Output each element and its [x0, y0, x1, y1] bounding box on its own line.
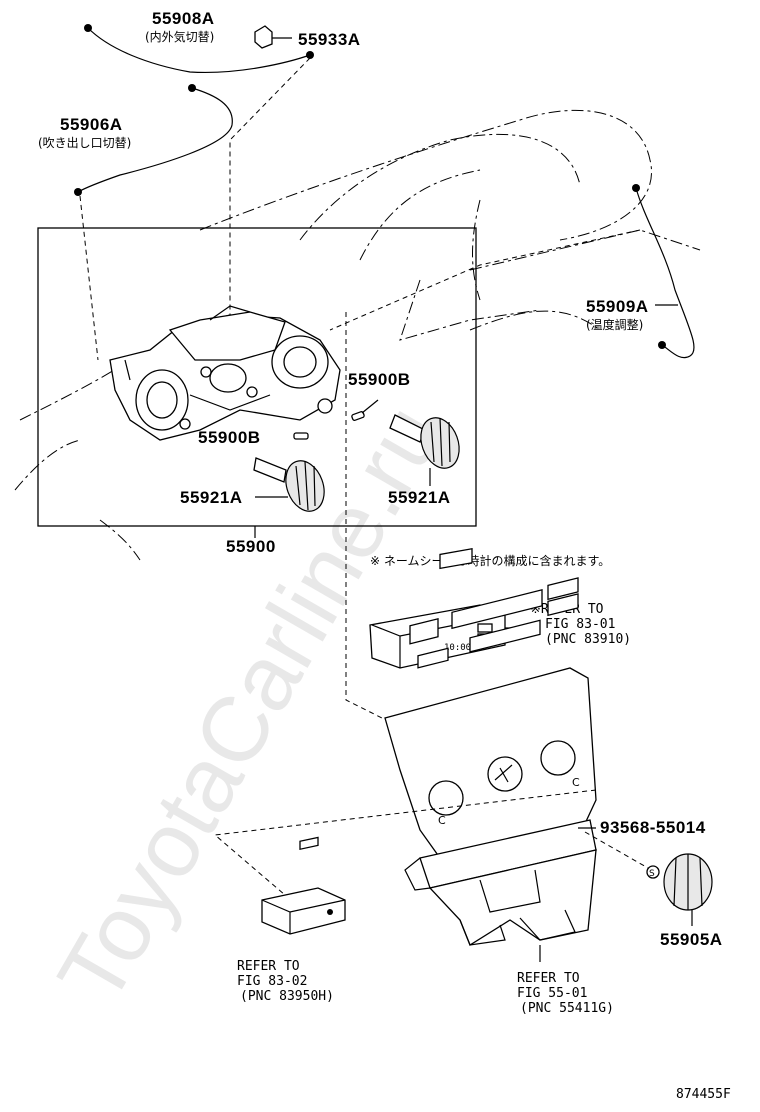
label-55933A: 55933A: [298, 30, 361, 49]
cable-55908A[interactable]: [84, 24, 314, 74]
s-mark: S: [649, 869, 655, 879]
clock-display: 10:00: [444, 643, 471, 653]
dashboard-outline: [14, 109, 701, 561]
label-55921A-left: 55921A: [180, 488, 243, 507]
cable-55906A[interactable]: [74, 84, 233, 196]
switch-module[interactable]: [261, 836, 346, 935]
label-55900: 55900: [226, 537, 276, 556]
ref-switch-line2: FIG 83-02: [237, 974, 307, 989]
ref-switch-line3: (PNC 83950H): [240, 989, 334, 1004]
knob-55905A[interactable]: [663, 853, 713, 911]
leader-panel-to-switch: [213, 789, 597, 896]
console-panel[interactable]: C C: [384, 577, 597, 946]
leader-55908A-to-unit: [229, 57, 311, 320]
figure-number: 874455F: [676, 1087, 731, 1102]
desc-55906A: (吹き出し口切替): [38, 136, 131, 150]
heater-control-unit[interactable]: [109, 305, 341, 441]
leader-55909A-to-unit: [329, 229, 641, 331]
desc-55909A: (温度調整): [586, 317, 643, 332]
ref-clock-line2: FIG 83-01: [545, 617, 615, 632]
leader-55900B-right: [361, 399, 379, 414]
label-55906A: 55906A: [60, 115, 123, 134]
clip-55933A[interactable]: [254, 25, 292, 49]
pin-55900B-left[interactable]: [293, 432, 309, 440]
leader-93568-to-s: [584, 831, 649, 869]
label-55921A-right: 55921A: [388, 488, 451, 507]
label-93568-55014: 93568-55014: [600, 818, 706, 837]
dial-mark-c-right: C: [572, 776, 580, 789]
watermark: ToyotaCarline.ru: [39, 389, 462, 1020]
pin-55900B-right[interactable]: [351, 411, 365, 421]
ref-switch-line1: REFER TO: [237, 959, 300, 974]
screw-s-mark[interactable]: [646, 865, 660, 879]
label-55900B-left: 55900B: [198, 428, 261, 447]
assembly-box-55900: [37, 227, 477, 527]
desc-55908A: (内外気切替): [145, 29, 214, 44]
label-55905A: 55905A: [660, 930, 723, 949]
dial-mark-c-left: C: [438, 814, 446, 827]
leader-unit-to-panel: [345, 312, 383, 719]
cable-55909A[interactable]: [632, 184, 695, 359]
note-name-sheet: ※ ネームシートは時計の構成に含まれます。: [370, 553, 610, 568]
leader-55906A-to-unit: [79, 195, 99, 361]
ref-panel-line2: FIG 55-01: [517, 986, 587, 1001]
ref-panel-line3: (PNC 55411G): [520, 1001, 614, 1016]
ref-clock-line3: (PNC 83910): [545, 632, 631, 647]
ref-panel-line1: REFER TO: [517, 971, 580, 986]
label-55909A: 55909A: [586, 297, 649, 316]
label-55908A: 55908A: [152, 9, 215, 28]
label-55900B-right: 55900B: [348, 370, 411, 389]
knob-55921A-left[interactable]: [253, 455, 331, 516]
knob-55921A-right[interactable]: [389, 412, 466, 473]
